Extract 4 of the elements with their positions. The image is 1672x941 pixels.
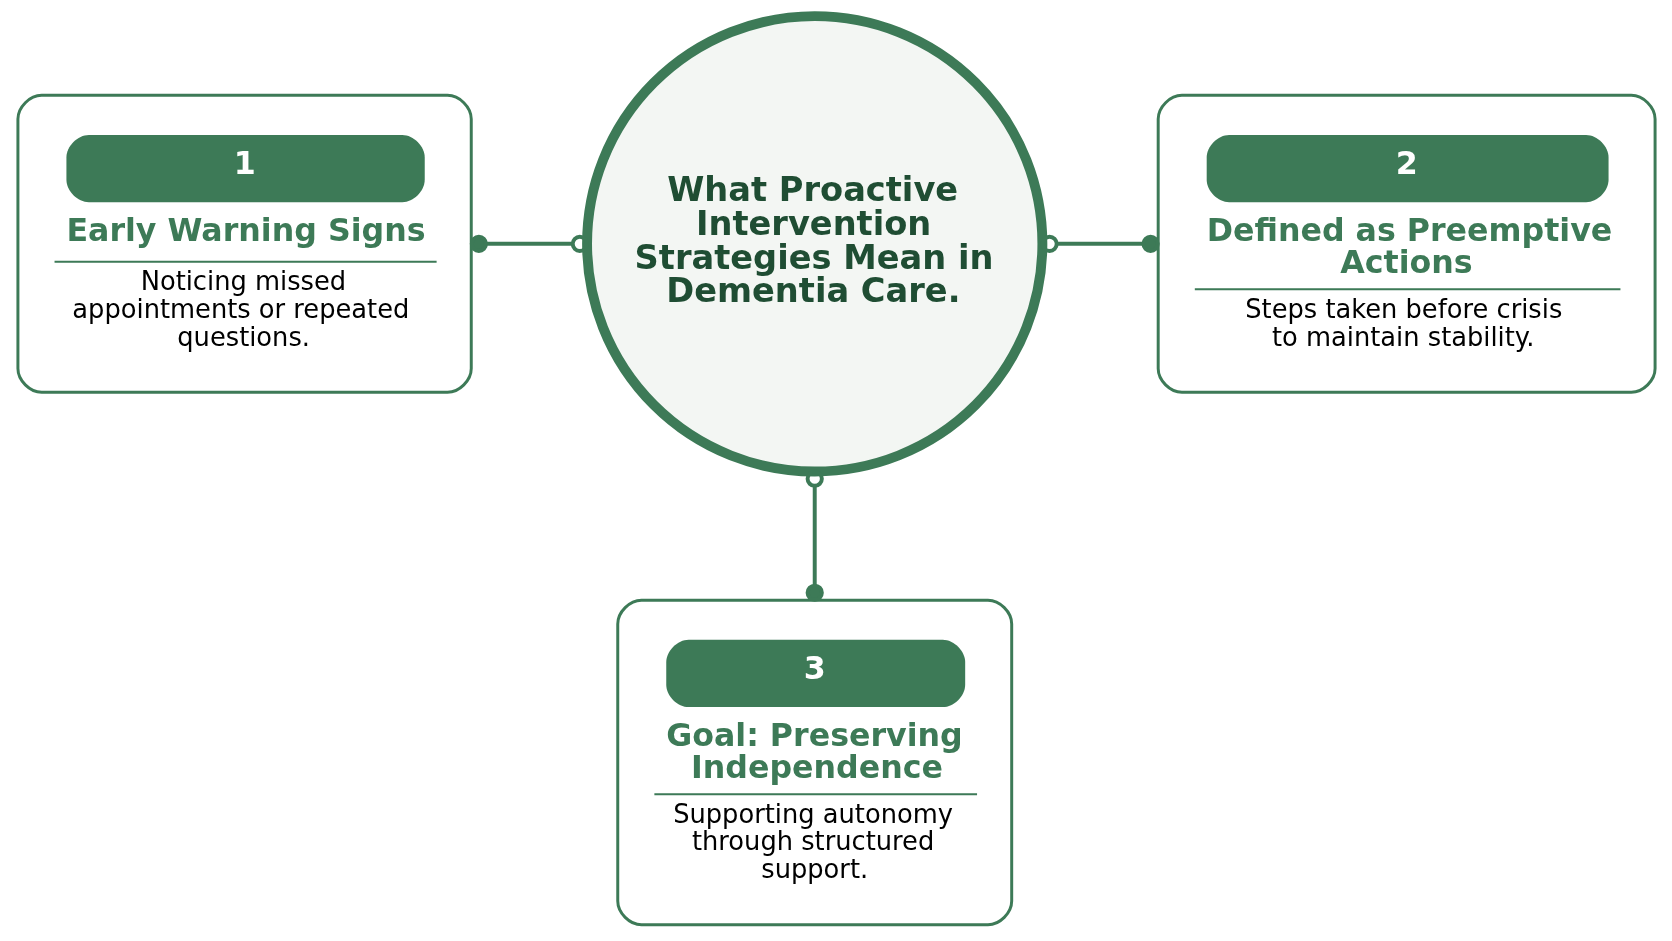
node-box: 1 Early Warning Signs Noticing missed appointments or repeated questions. (15, 93, 473, 394)
node-circle: What Proactive Intervention Strategies Mean in Dementia Care. (581, 11, 1047, 477)
node-box: 2 Defined as Preemptive Actions Steps taken before crisis to maintain stability. (1156, 93, 1657, 394)
node-box: 3 Goal: Preserving Independence Supporting autonomy through structured support. (615, 598, 1013, 927)
